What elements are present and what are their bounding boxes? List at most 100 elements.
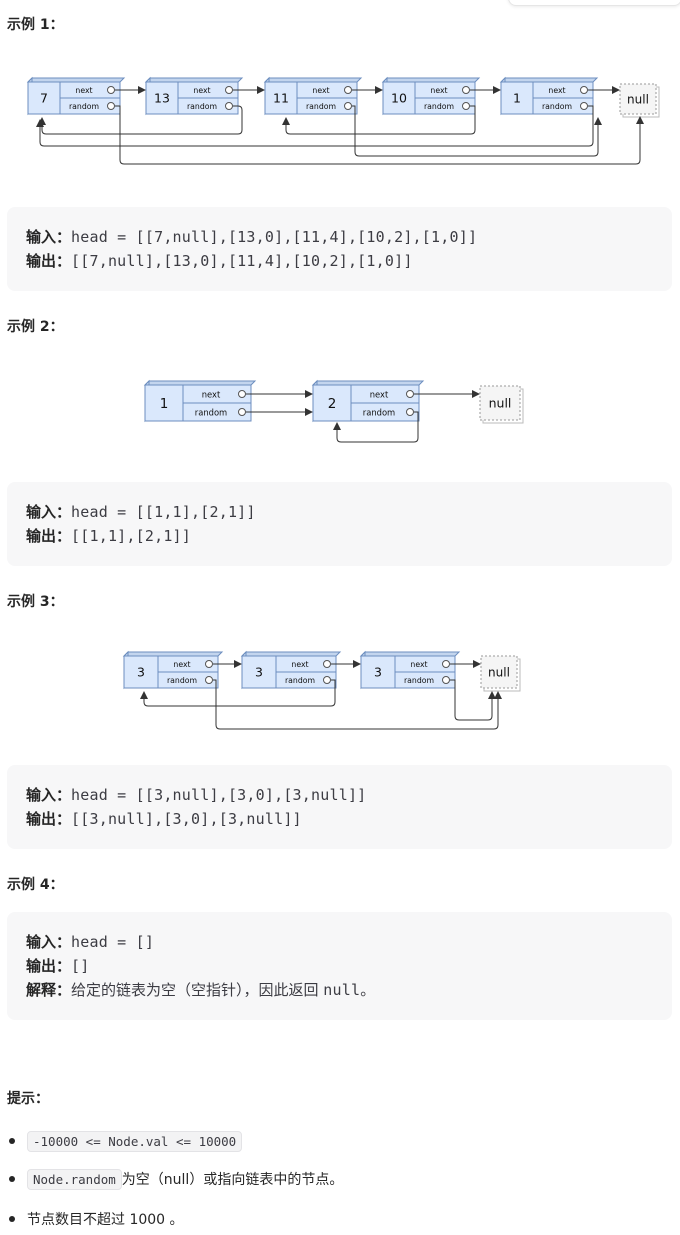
node-next-label: next	[312, 86, 329, 95]
node-random-cell	[275, 671, 337, 689]
random-pointer-circle	[323, 676, 331, 684]
output-label: 输出：	[26, 810, 72, 828]
random-pointer-circle	[580, 102, 588, 110]
random-pointer-circle	[344, 102, 352, 110]
next-pointer-circle	[238, 390, 246, 398]
null-node: null	[619, 83, 660, 118]
null-label: null	[489, 396, 512, 411]
hint-text: 为空（null）或指向链表中的节点。	[121, 1172, 344, 1188]
input-value: head = [[1,1],[2,1]]	[71, 503, 256, 521]
bullet-dot	[9, 1176, 15, 1182]
node-random-cell	[296, 97, 358, 115]
next-pointer-circle	[344, 86, 352, 94]
null-box	[479, 385, 521, 421]
output-label: 输出：	[26, 957, 72, 975]
random-pointer-circle	[442, 676, 450, 684]
node-next-label: next	[75, 86, 92, 95]
node-top-face	[240, 651, 342, 657]
node-random-label: random	[542, 102, 572, 111]
node-value-cell	[360, 655, 396, 689]
hint-code: Node.random	[27, 1168, 122, 1190]
node-top-face	[122, 651, 224, 657]
node-top-face	[144, 77, 244, 83]
node-random-label: random	[404, 676, 434, 685]
random-pointer-circle	[406, 408, 414, 416]
node-value-cell	[241, 655, 277, 689]
random-arrow	[333, 411, 419, 443]
node-next-label: next	[291, 660, 308, 669]
next-pointer-circle	[462, 86, 470, 94]
random-arrow	[115, 105, 644, 165]
input-label: 输入：	[26, 228, 72, 246]
example-2-heading: 示例 2：	[7, 319, 64, 335]
node-value: 1	[513, 91, 521, 106]
input-value: head = [[7,null],[13,0],[11,4],[10,2],[1…	[71, 228, 478, 246]
example-3-codebox: 输入：head = [[3,null],[3,0],[3,null]] 输出：[…	[7, 765, 672, 849]
hints-heading: 提示：	[7, 1091, 49, 1107]
explain-text-1: 给定的链表为空（空指针），因此返回	[71, 981, 324, 999]
null-shadow	[483, 658, 521, 692]
node-random-label: random	[363, 408, 395, 418]
node-next-label: next	[193, 86, 210, 95]
input-label: 输入：	[26, 503, 72, 521]
random-arrow	[282, 105, 476, 135]
next-pointer-circle	[406, 390, 414, 398]
example-3-heading: 示例 3：	[7, 594, 64, 610]
node-value: 1	[160, 396, 169, 412]
node-top-face	[143, 380, 257, 386]
example-4-codebox: 输入：head = [] 输出：[] 解释：给定的链表为空（空指针），因此返回 …	[7, 912, 672, 1020]
null-box	[480, 655, 518, 689]
next-pointer-circle	[225, 86, 233, 94]
input-label: 输入：	[26, 933, 72, 951]
list-node: 3 next random	[359, 650, 461, 690]
node-next-label: next	[548, 86, 565, 95]
hint-item: 节点数目不超过 1000 。	[7, 1205, 184, 1233]
input-value: head = [[3,null],[3,0],[3,null]]	[71, 786, 367, 804]
node-next-label: next	[410, 660, 427, 669]
node-top-face	[499, 77, 599, 83]
next-pointer-circle	[107, 86, 115, 94]
list-node: 1 next random	[499, 76, 599, 116]
random-pointer-circle	[225, 102, 233, 110]
next-pointer-circle	[580, 86, 588, 94]
node-random-cell	[350, 402, 420, 422]
null-label: null	[627, 93, 649, 107]
node-random-label: random	[285, 676, 315, 685]
node-value: 7	[40, 91, 48, 106]
hint-code: -10000 <= Node.val <= 10000	[27, 1130, 243, 1152]
node-next-label: next	[370, 390, 389, 400]
node-random-label: random	[195, 408, 227, 418]
example-1-heading: 示例 1：	[7, 17, 64, 33]
explain-text-2: 。	[360, 981, 376, 999]
random-arrow	[450, 679, 496, 721]
null-label: null	[488, 666, 510, 680]
node-value-cell	[144, 384, 184, 422]
hint-text: 节点数目不超过 1000 。	[27, 1212, 184, 1228]
null-shadow	[622, 86, 660, 118]
next-pointer-circle	[205, 660, 213, 668]
node-next-label: next	[430, 86, 447, 95]
random-arrow	[38, 105, 243, 135]
explain-code: null	[323, 981, 361, 999]
hint-item: Node.random 为空（null）或指向链表中的节点。	[7, 1165, 343, 1193]
top-tab-fragment	[508, 0, 680, 6]
output-value: []	[71, 957, 90, 975]
node-value: 3	[374, 665, 382, 680]
node-value: 2	[328, 396, 337, 412]
random-pointer-circle	[107, 102, 115, 110]
example-2-codebox: 输入：head = [[1,1],[2,1]] 输出：[[1,1],[2,1]]	[7, 482, 672, 566]
input-label: 输入：	[26, 786, 72, 804]
random-pointer-circle	[238, 408, 246, 416]
node-value-cell	[123, 655, 159, 689]
random-arrow	[36, 105, 594, 147]
bullet-dot	[9, 1138, 15, 1144]
node-random-label: random	[167, 676, 197, 685]
